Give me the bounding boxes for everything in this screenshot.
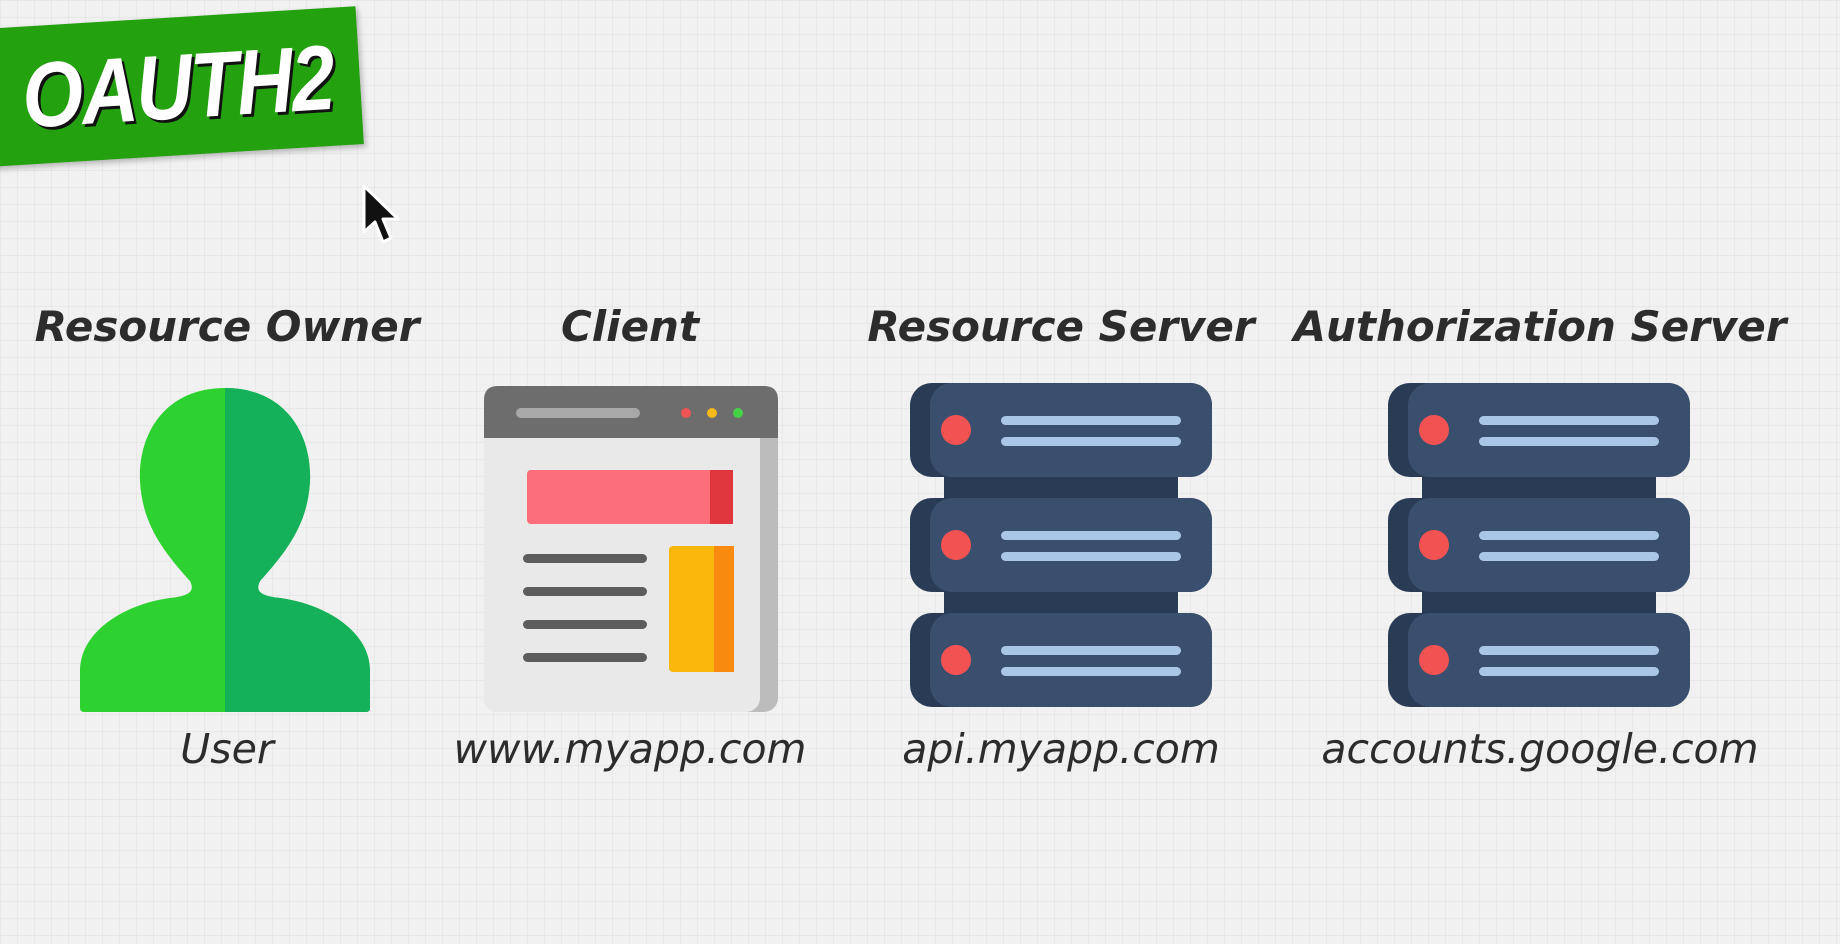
host-label-user: User (180, 725, 274, 773)
host-label-resource-server: api.myapp.com (902, 725, 1220, 773)
role-label-client: Client (560, 302, 700, 351)
user-icon (80, 388, 370, 712)
browser-window-icon (484, 386, 778, 712)
server-icon (1388, 383, 1690, 707)
mouse-pointer-icon (362, 184, 400, 244)
banner-title: OAUTH2 (19, 26, 337, 148)
role-label-resource-server: Resource Server (867, 302, 1255, 351)
oauth2-banner: OAUTH2 (0, 6, 364, 168)
server-icon (910, 383, 1212, 707)
role-label-resource-owner: Resource Owner (34, 302, 420, 351)
role-label-authorization-server: Authorization Server (1293, 302, 1787, 351)
host-label-authorization-server: accounts.google.com (1321, 725, 1759, 773)
host-label-client: www.myapp.com (453, 725, 807, 773)
